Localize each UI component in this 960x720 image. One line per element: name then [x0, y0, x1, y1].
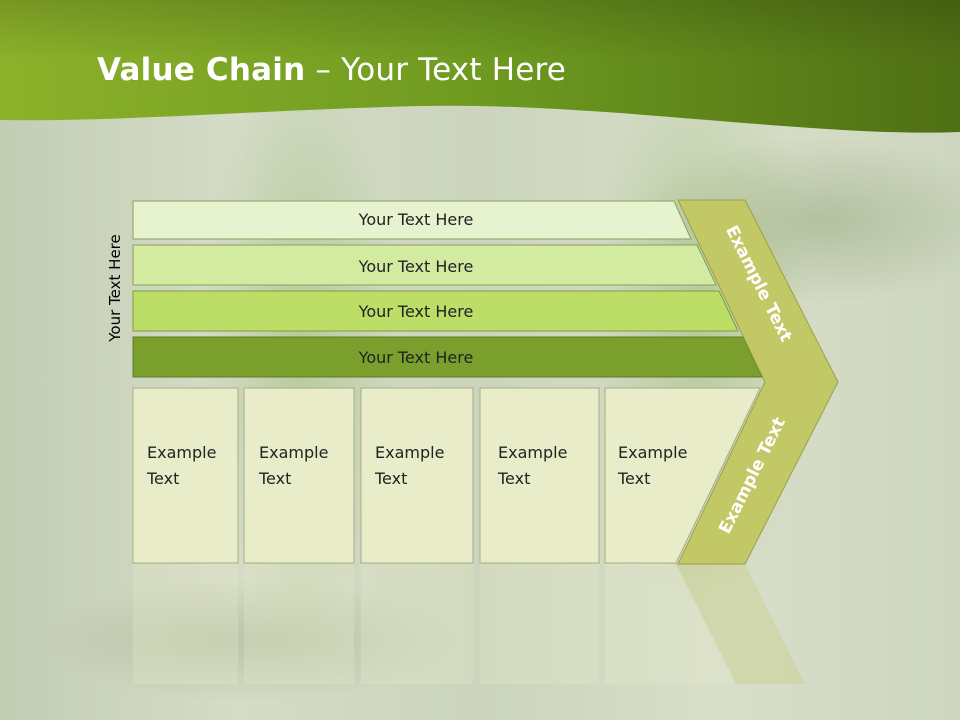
column-2 [243, 387, 355, 564]
title-bold: Value Chain [97, 52, 306, 88]
header-band [0, 0, 960, 133]
reflection [133, 564, 805, 684]
column-1-line-2: Text [146, 469, 179, 488]
column-1-line-1: Example [147, 443, 216, 462]
column-5-line-2: Text [617, 469, 650, 488]
column-4 [479, 387, 600, 564]
arrow-reflection [676, 564, 805, 684]
bar-2 [132, 244, 717, 286]
column-2-line-2: Text [258, 469, 291, 488]
column-3 [360, 387, 474, 564]
bar-1 [132, 200, 692, 240]
title-rest: – Your Text Here [305, 52, 567, 88]
slide-title: Value Chain – Your Text Here [97, 52, 566, 88]
column-reflection [361, 564, 473, 684]
column-4-line-1: Example [498, 443, 567, 462]
bar-3-label: Your Text Here [358, 302, 474, 321]
bar-4-label: Your Text Here [358, 348, 474, 367]
bar-1-label: Your Text Here [358, 210, 474, 229]
column-3-line-2: Text [374, 469, 407, 488]
column-4-line-2: Text [497, 469, 530, 488]
column-reflection [133, 564, 238, 684]
column-3-line-1: Example [375, 443, 444, 462]
bar-4 [132, 336, 763, 378]
column-reflection [244, 564, 354, 684]
chevron-arrow [677, 199, 839, 565]
bar-2-label: Your Text Here [358, 257, 474, 276]
bar-3 [132, 290, 739, 332]
column-reflection [480, 564, 599, 684]
column-2-line-1: Example [259, 443, 328, 462]
column-reflection [605, 564, 735, 684]
column-5-line-1: Example [618, 443, 687, 462]
column-1 [132, 387, 239, 564]
column-5 [604, 387, 761, 564]
